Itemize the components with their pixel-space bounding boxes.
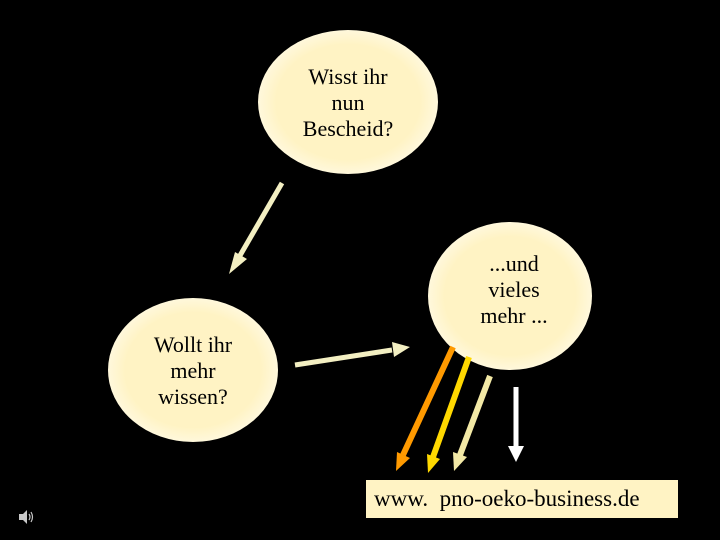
bubble-question-1-text: Wisst ihr nun Bescheid? bbox=[302, 63, 394, 141]
url-box-shape bbox=[366, 480, 678, 518]
bubble-more: ...und vieles mehr ... bbox=[428, 222, 592, 370]
arrow-to-url-white bbox=[508, 387, 524, 462]
bubble-question-2: Wollt ihr mehr wissen? bbox=[108, 298, 278, 443]
arrow-to-url-yellow bbox=[427, 355, 472, 473]
bubble-question-1: Wisst ihr nun Bescheid? bbox=[258, 30, 438, 175]
arrow-bubble1-to-bubble2 bbox=[229, 181, 285, 274]
bubble-more-text: ...und vieles mehr ... bbox=[480, 251, 548, 328]
speaker-icon[interactable] bbox=[16, 507, 36, 527]
bubble-more-shape bbox=[428, 222, 592, 370]
bubble-question-2-shape bbox=[108, 298, 278, 442]
bubble-question-2-text: Wollt ihr mehr wissen? bbox=[153, 331, 233, 409]
arrow-to-url-orange bbox=[396, 345, 456, 471]
arrow-bubble2-to-bubble3 bbox=[294, 342, 410, 368]
arrow-to-url-pale bbox=[453, 374, 493, 471]
bubble-question-1-shape bbox=[258, 30, 438, 174]
url-link[interactable]: www. pno-oeko-business.de bbox=[374, 486, 640, 511]
